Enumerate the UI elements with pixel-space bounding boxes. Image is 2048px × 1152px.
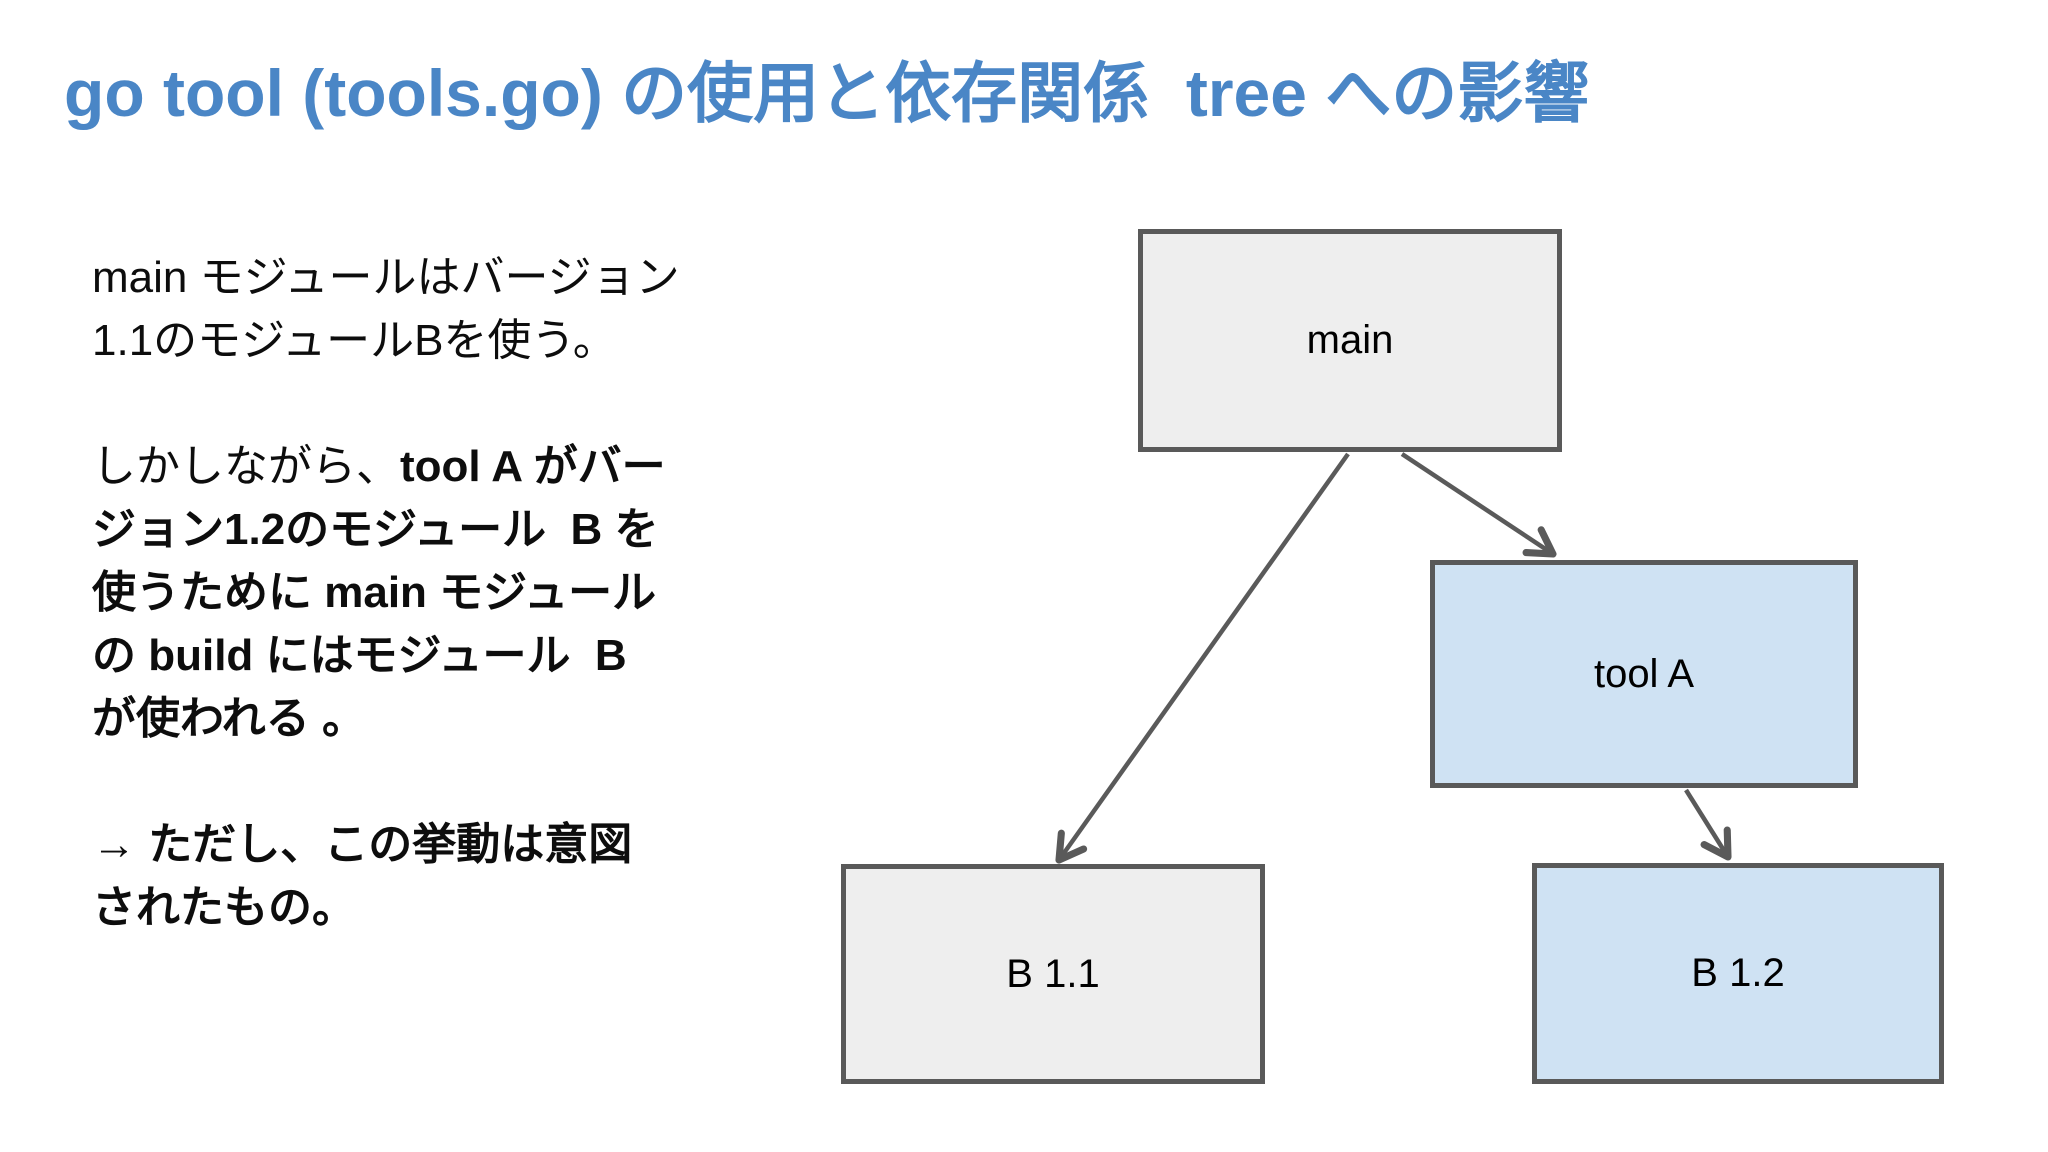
node-tool-a-label: tool A bbox=[1593, 651, 1695, 696]
node-b-1-2: B 1.2 bbox=[1532, 863, 1944, 1084]
note-line: 1.1のモジュールBを使う。 bbox=[92, 316, 617, 365]
note-line: が使われる 。 bbox=[92, 694, 367, 743]
node-main: main bbox=[1138, 229, 1562, 452]
note-line: main モジュールはバージョン bbox=[92, 253, 680, 302]
note-line: されたもの。 bbox=[92, 883, 356, 932]
edge-main-to-b11 bbox=[1055, 452, 1350, 864]
note-line: 使うために main モジュール bbox=[92, 568, 657, 617]
slide-title: go tool (tools.go) の使用と依存関係 tree への影響 bbox=[64, 56, 1590, 130]
node-tool-a: tool A bbox=[1430, 560, 1858, 788]
node-main-label: main bbox=[1306, 318, 1394, 362]
note-line: ジョン1.2のモジュール B を bbox=[92, 505, 659, 554]
note-paragraph: しかしながら、tool A がバージョン1.2のモジュール B を使うために m… bbox=[92, 435, 792, 750]
note-line: しかしながら、tool A がバー bbox=[92, 442, 666, 491]
note-paragraph: → ただし、この挙動は意図されたもの。 bbox=[92, 813, 792, 939]
node-b-1-1-label: B 1.1 bbox=[1006, 951, 1100, 996]
note-line: → ただし、この挙動は意図 bbox=[92, 820, 633, 869]
note-paragraph: main モジュールはバージョン 1.1のモジュールBを使う。 bbox=[92, 246, 792, 372]
node-b-1-2-label: B 1.2 bbox=[1691, 951, 1785, 995]
note-line: の build にはモジュール B bbox=[92, 631, 627, 680]
edge-tool-a-to-b12 bbox=[1684, 788, 1732, 861]
node-b-1-1: B 1.1 bbox=[841, 864, 1265, 1084]
edge-main-to-tool-a bbox=[1400, 452, 1557, 558]
